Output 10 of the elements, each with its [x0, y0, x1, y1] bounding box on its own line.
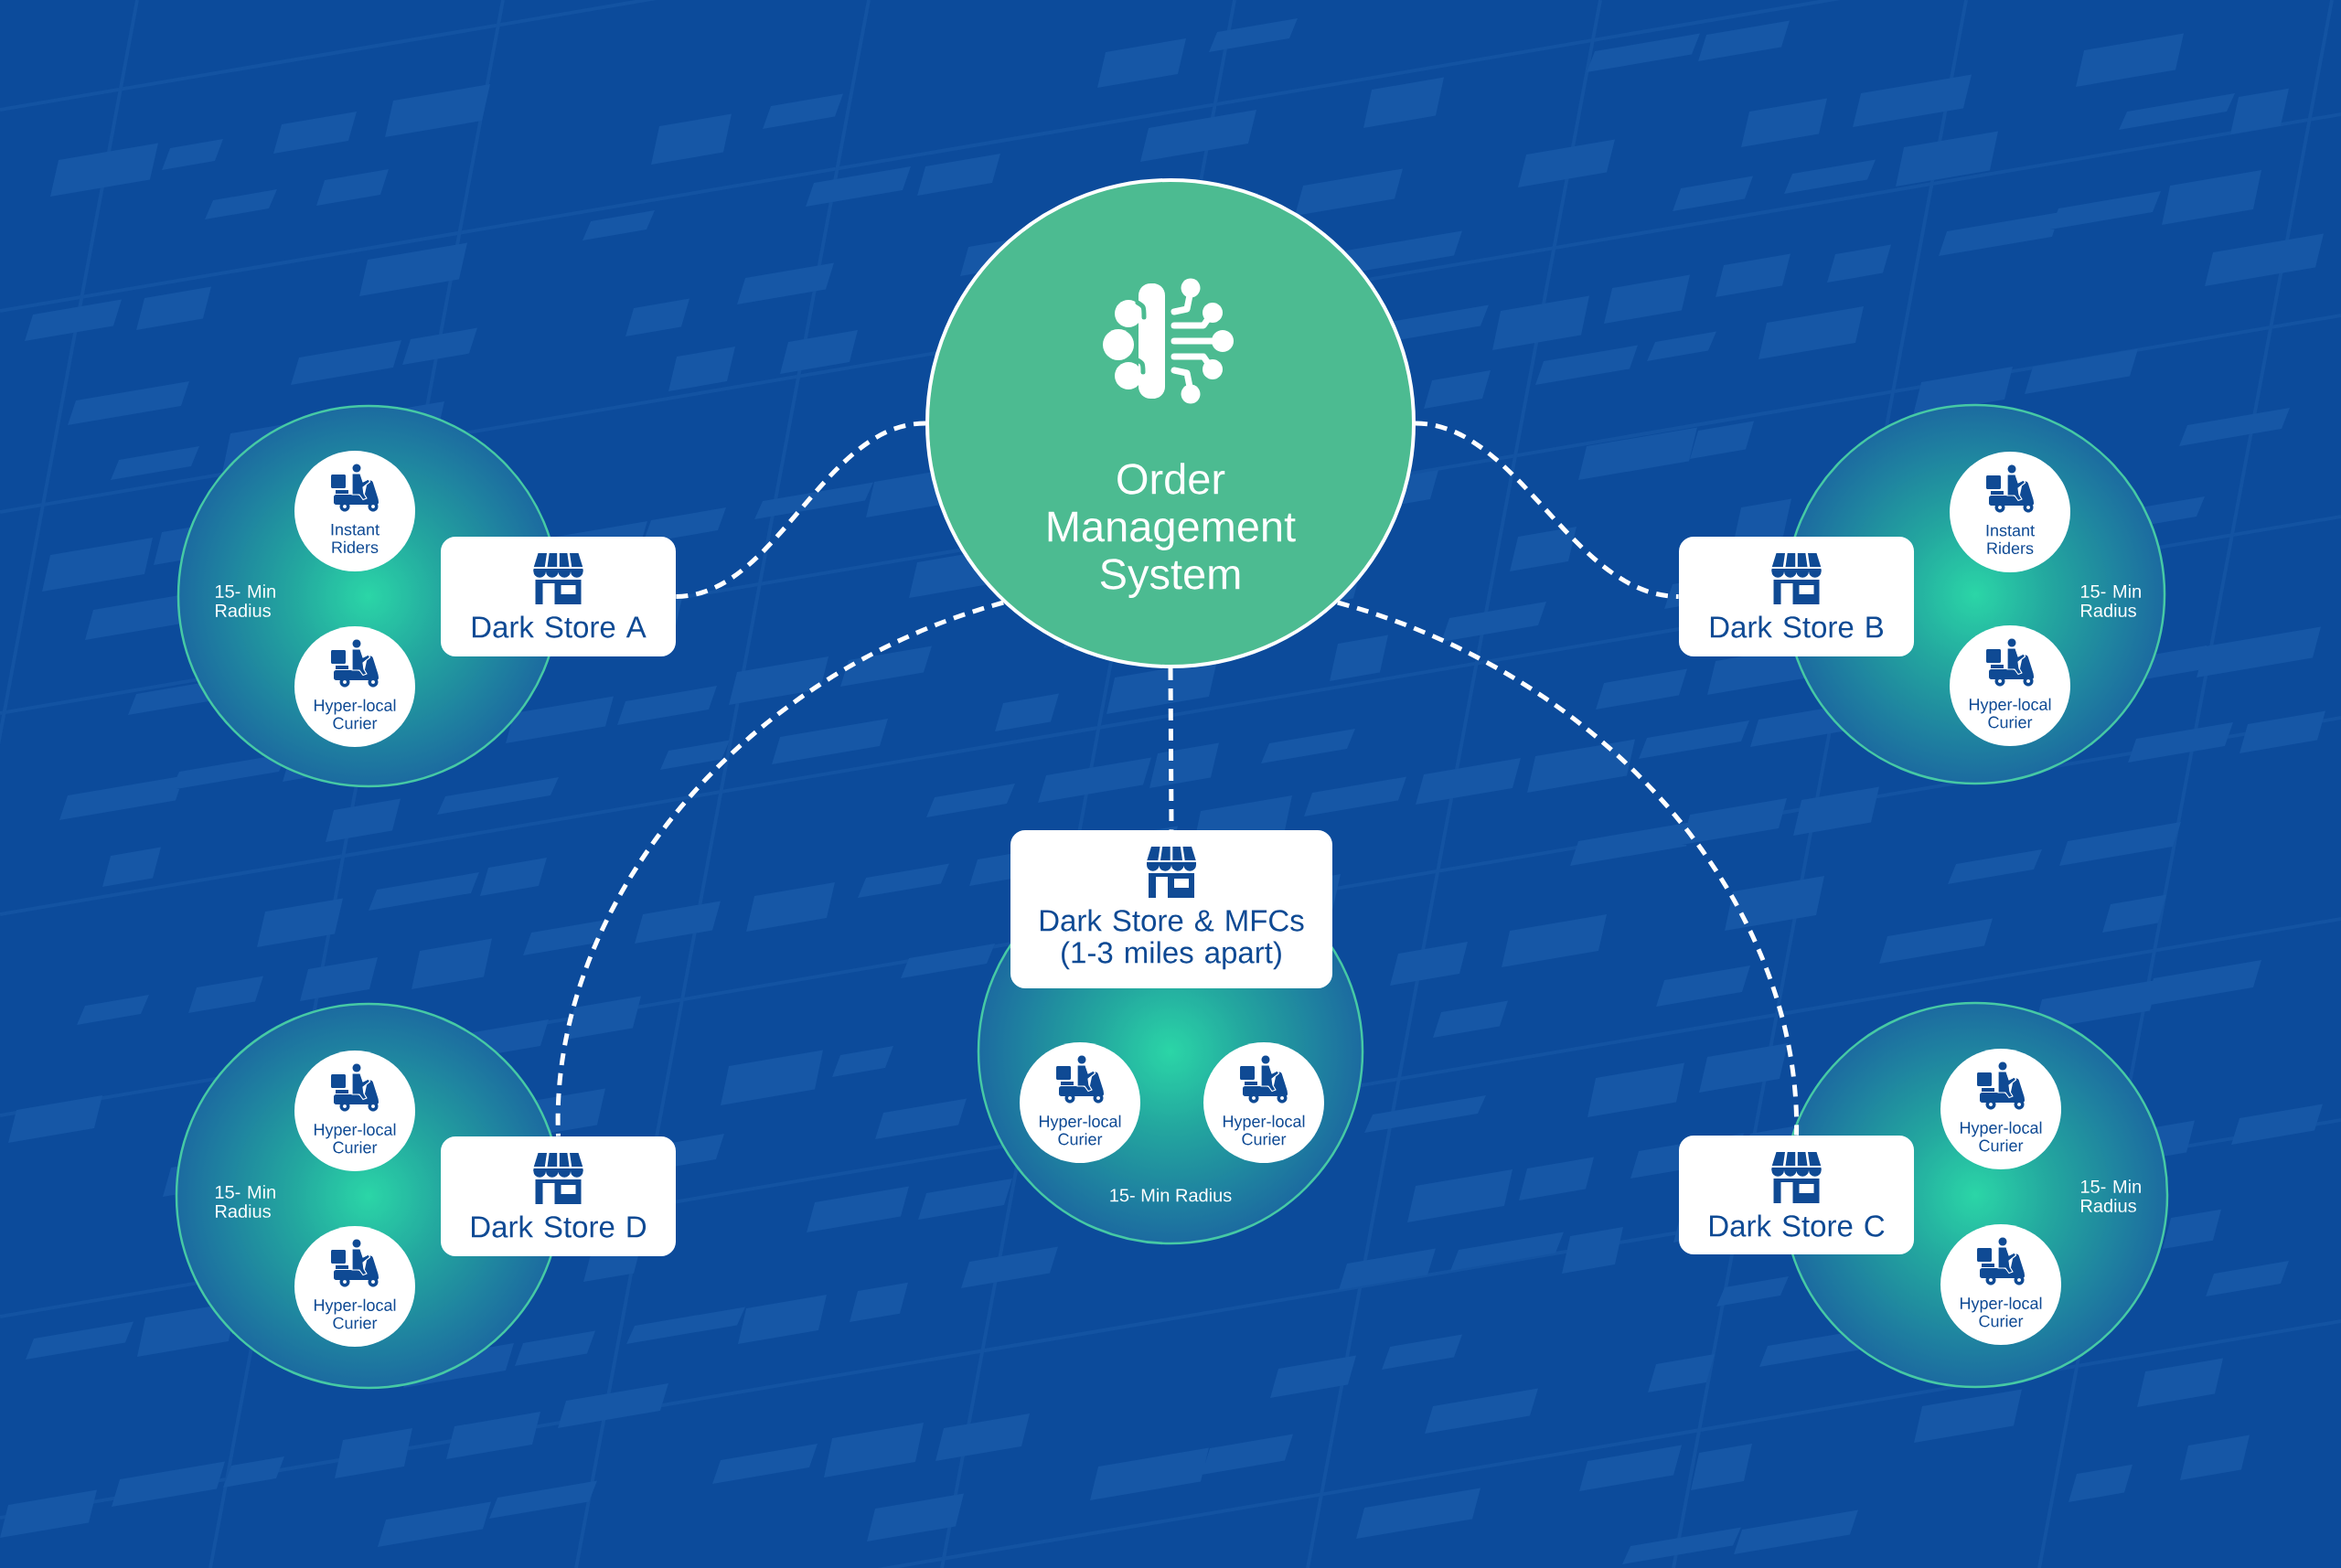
- connector-line: [1415, 421, 1679, 599]
- connector-line: [676, 421, 926, 599]
- connector-line: [1337, 600, 1799, 1136]
- connector-line: [1168, 668, 1174, 830]
- store-box: Dark Store D: [441, 1136, 676, 1256]
- store-box: Dark Store B: [1679, 537, 1915, 656]
- store-box: Dark Store A: [441, 537, 676, 656]
- store-box: Dark Store & MFCs (1-3 miles apart): [1010, 830, 1332, 988]
- store-box: Dark Store C: [1679, 1136, 1915, 1254]
- connector-line: [556, 600, 1005, 1136]
